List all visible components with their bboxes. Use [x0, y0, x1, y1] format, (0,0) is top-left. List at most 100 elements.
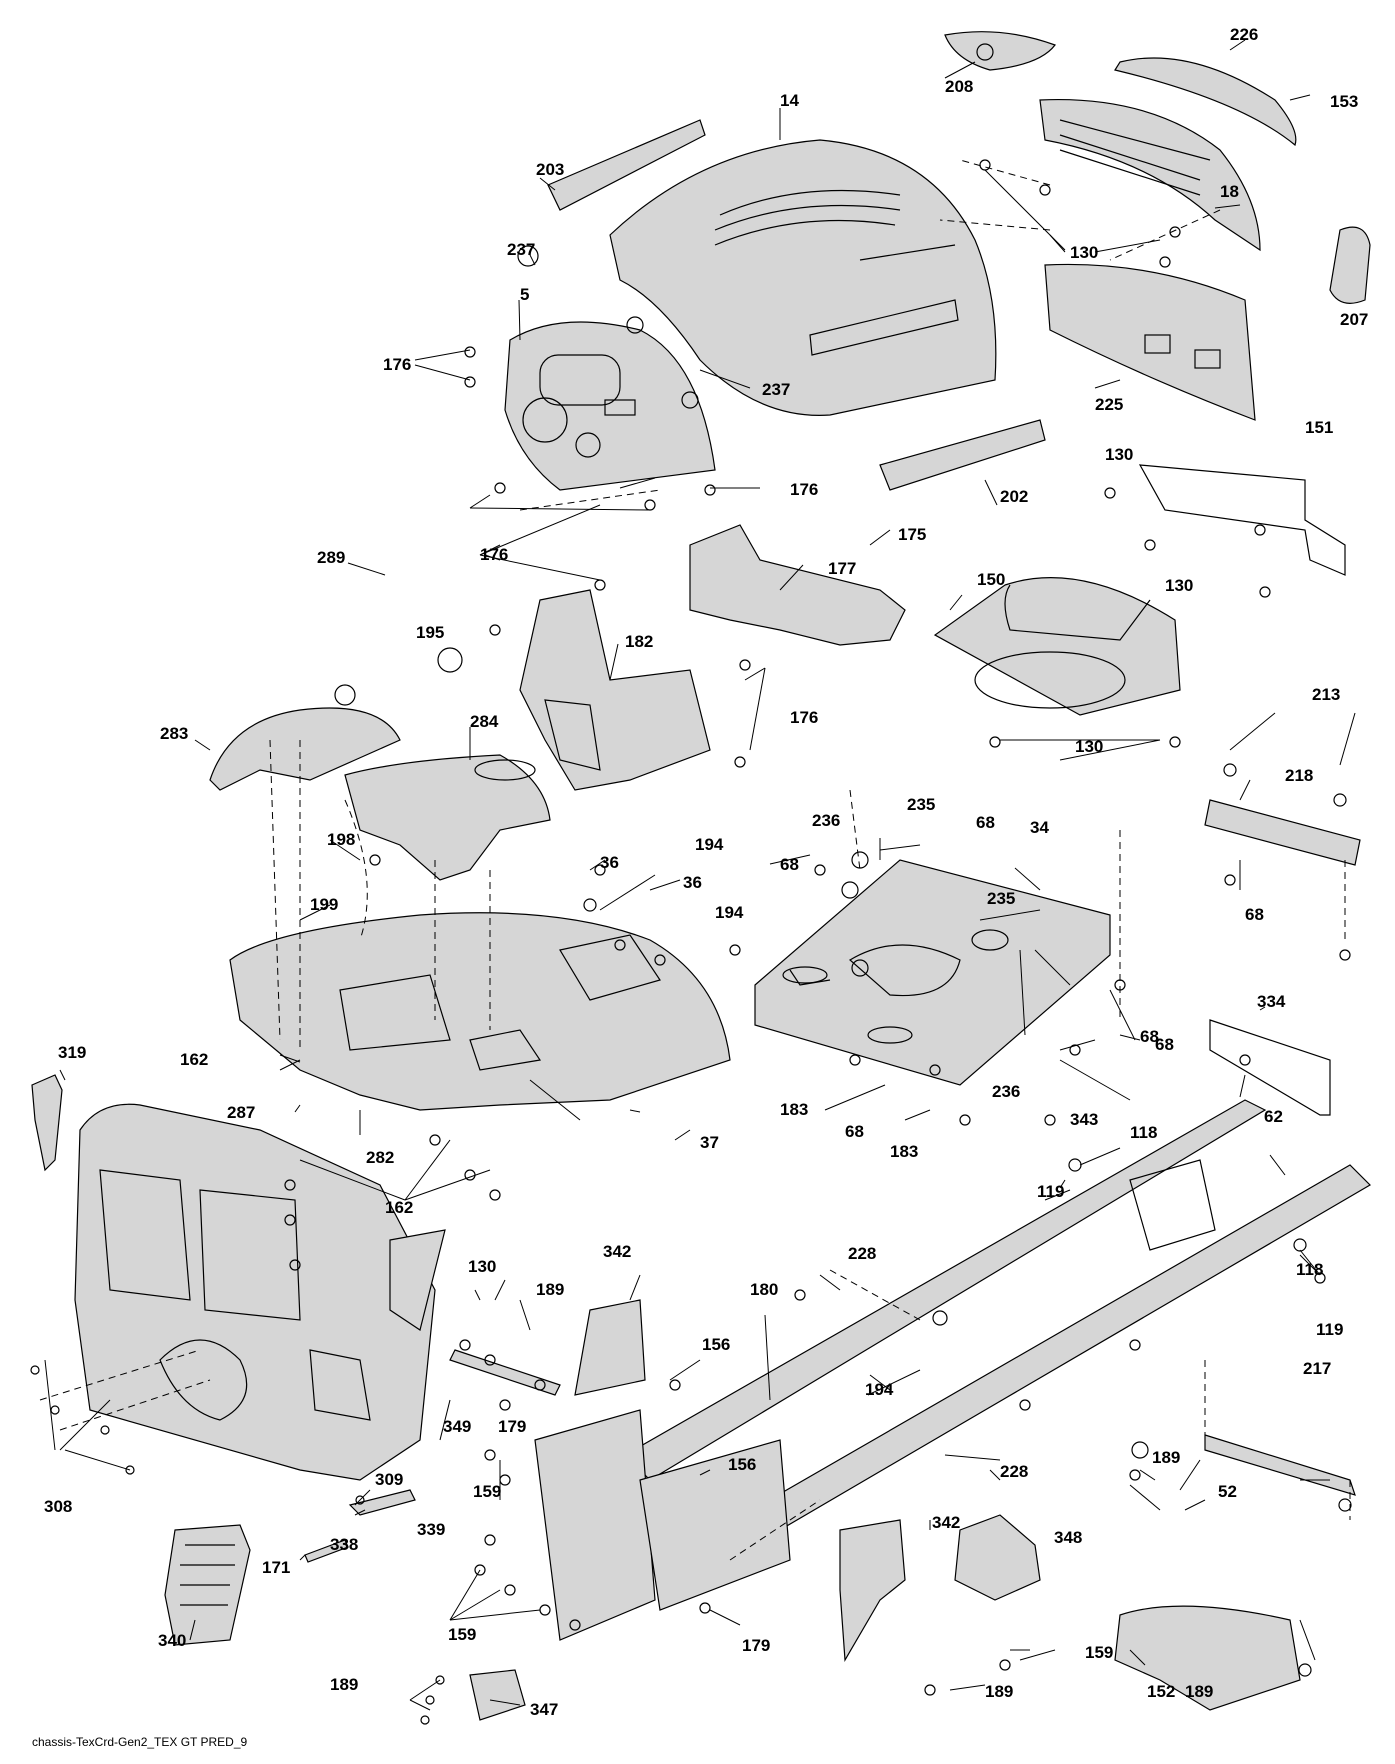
- bar-218-part: [1204, 799, 1361, 866]
- frame-180-part: [534, 1099, 1371, 1641]
- part-label-118: 118: [1296, 1260, 1323, 1279]
- bracket-347-part: [469, 1669, 526, 1721]
- part-label-162: 162: [385, 1198, 413, 1217]
- part-label-68: 68: [1140, 1027, 1159, 1046]
- part-label-130: 130: [1105, 445, 1133, 464]
- part-label-151: 151: [1305, 418, 1333, 437]
- part-label-36: 36: [683, 873, 702, 892]
- part-label-176: 176: [790, 480, 818, 499]
- part-label-176: 176: [480, 545, 508, 564]
- part-label-68: 68: [1155, 1035, 1174, 1054]
- part-label-226: 226: [1230, 25, 1258, 44]
- bracket-334-part: [1209, 1019, 1331, 1116]
- part-label-309: 309: [375, 1470, 403, 1489]
- assembly-lines: [39, 159, 1351, 1561]
- fan-shroud-part: [933, 577, 1181, 716]
- part-label-189: 189: [1185, 1682, 1213, 1701]
- part-label-202: 202: [1000, 487, 1028, 506]
- front-panel-309-part: [74, 1103, 446, 1481]
- part-label-175: 175: [898, 525, 926, 544]
- part-label-194: 194: [865, 1380, 894, 1399]
- part-label-194: 194: [695, 835, 724, 854]
- part-label-236: 236: [992, 1082, 1020, 1101]
- part-label-162: 162: [180, 1050, 208, 1069]
- part-label-289: 289: [317, 548, 345, 567]
- part-label-153: 153: [1330, 92, 1358, 111]
- console-182-part: [519, 589, 711, 791]
- part-label-208: 208: [945, 77, 973, 96]
- part-label-283: 283: [160, 724, 188, 743]
- bracket-175-part: [689, 524, 906, 646]
- part-label-340: 340: [158, 1631, 186, 1650]
- part-label-180: 180: [750, 1280, 778, 1299]
- bracket-319-part: [31, 1074, 63, 1172]
- part-label-348: 348: [1054, 1528, 1082, 1547]
- part-label-189: 189: [536, 1280, 564, 1299]
- part-label-36: 36: [600, 853, 619, 872]
- part-label-152: 152: [1147, 1682, 1175, 1701]
- part-label-37: 37: [700, 1133, 719, 1152]
- cover-348-part: [954, 1514, 1041, 1601]
- part-label-235: 235: [907, 795, 935, 814]
- part-label-130: 130: [1165, 576, 1193, 595]
- arm-339-part: [348, 1489, 416, 1516]
- part-label-183: 183: [890, 1142, 918, 1161]
- part-label-156: 156: [728, 1455, 756, 1474]
- part-label-5: 5: [520, 285, 529, 304]
- leader-lines: [44, 39, 1356, 1711]
- part-label-207: 207: [1340, 310, 1368, 329]
- part-label-194: 194: [715, 903, 744, 922]
- part-label-225: 225: [1095, 395, 1123, 414]
- small-trim-parts: [944, 31, 1371, 304]
- cover-152-part: [1114, 1605, 1301, 1711]
- part-label-189: 189: [330, 1675, 358, 1694]
- part-label-342: 342: [603, 1242, 631, 1261]
- part-label-150: 150: [977, 570, 1005, 589]
- bracket-342-lower-part: [839, 1519, 906, 1662]
- part-label-228: 228: [848, 1244, 876, 1263]
- bracket-342-upper-part: [574, 1299, 646, 1396]
- part-label-338: 338: [330, 1535, 358, 1554]
- guard-340-part: [164, 1524, 251, 1646]
- cover-parts: [209, 707, 551, 881]
- part-label-176: 176: [383, 355, 411, 374]
- part-label-195: 195: [416, 623, 444, 642]
- part-label-130: 130: [1070, 243, 1098, 262]
- part-label-171: 171: [262, 1558, 290, 1577]
- part-label-68: 68: [1245, 905, 1264, 924]
- part-label-118: 118: [1130, 1123, 1157, 1142]
- part-label-14: 14: [780, 91, 799, 110]
- part-label-119: 119: [1316, 1320, 1343, 1339]
- part-label-62: 62: [1264, 1107, 1283, 1126]
- part-label-342: 342: [932, 1513, 960, 1532]
- dash-panel-part: [504, 321, 716, 491]
- part-label-334: 334: [1257, 992, 1286, 1011]
- link-171-part: [304, 1539, 349, 1563]
- part-label-339: 339: [417, 1520, 445, 1539]
- part-label-130: 130: [1075, 737, 1103, 756]
- part-label-189: 189: [985, 1682, 1013, 1701]
- part-label-349: 349: [443, 1417, 471, 1436]
- part-label-18: 18: [1220, 182, 1239, 201]
- part-label-34: 34: [1030, 818, 1049, 837]
- part-label-182: 182: [625, 632, 653, 651]
- bracket-151-part: [1138, 464, 1346, 576]
- fender-37-part: [229, 912, 731, 1111]
- part-label-159: 159: [473, 1482, 501, 1501]
- part-label-179: 179: [498, 1417, 526, 1436]
- fasteners: [30, 159, 1352, 1725]
- part-label-68: 68: [845, 1122, 864, 1141]
- part-label-228: 228: [1000, 1462, 1028, 1481]
- grille-part: [1039, 98, 1261, 421]
- part-label-183: 183: [780, 1100, 808, 1119]
- part-label-343: 343: [1070, 1110, 1098, 1129]
- part-label-203: 203: [536, 160, 564, 179]
- part-label-199: 199: [310, 895, 338, 914]
- part-label-52: 52: [1218, 1482, 1237, 1501]
- part-label-159: 159: [1085, 1643, 1113, 1662]
- part-label-189: 189: [1152, 1448, 1180, 1467]
- part-label-68: 68: [976, 813, 995, 832]
- diagram-caption: chassis-TexCrd-Gen2_TEX GT PRED_9: [32, 1735, 248, 1749]
- part-label-179: 179: [742, 1636, 770, 1655]
